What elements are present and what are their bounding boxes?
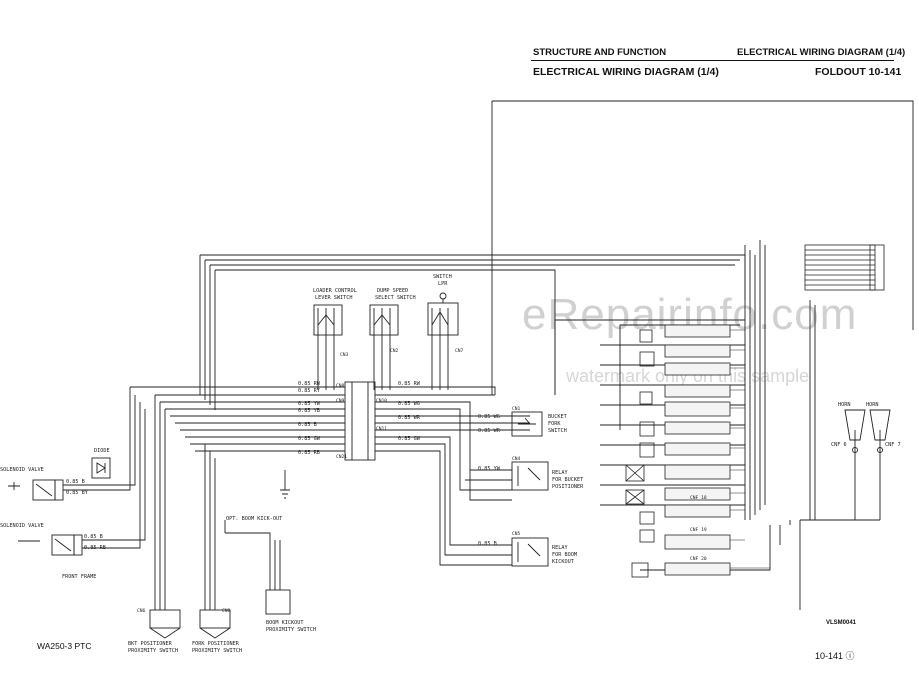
section-title: STRUCTURE AND FUNCTION <box>533 47 667 58</box>
cn10-label: CN10 <box>376 398 387 404</box>
cn11-label: CN11 <box>376 426 387 432</box>
relay-bucket-label-1: RELAY <box>552 470 568 476</box>
wire-label-13: 0.85 WR <box>478 428 501 434</box>
cn2-label: CN2 <box>390 348 399 354</box>
front-frame-label: FRONT FRAME <box>62 574 96 580</box>
solenoid-valve-1-label: SOLENOID VALVE <box>0 467 44 473</box>
fork-positioner-label-1: FORK POSITIONER <box>192 641 240 647</box>
relay-bucket-label-2: FOR BUCKET <box>552 477 583 483</box>
relay-boom-label-3: KICKOUT <box>552 559 574 565</box>
horn-b-label: HORN <box>866 402 879 408</box>
wire-label-5: 0.85 B <box>298 422 317 428</box>
loader-control-label: LOADER CONTROL <box>313 288 357 294</box>
cn3-label: CN3 <box>340 352 349 358</box>
wire-label-18: 0.85 B <box>84 534 103 540</box>
wire-label-7: 0.85 RB <box>298 450 320 456</box>
cn7-label: CN7 <box>455 348 464 354</box>
wire-label-1: 0.85 RW <box>298 381 321 387</box>
dump-speed-label: DUMP SPEED <box>377 288 408 294</box>
wire-label-9: 0.85 WG <box>398 401 420 407</box>
boom-kickout-label-2: PROXIMITY SWITCH <box>266 627 316 633</box>
select-switch-label: SELECT SWITCH <box>375 295 416 301</box>
page-title: ELECTRICAL WIRING DIAGRAM (1/4) <box>533 66 719 78</box>
cn8b-label: CN8 <box>222 608 231 614</box>
wire-label-17: 0.85 BY <box>66 490 89 496</box>
diode-label: DIODE <box>94 448 110 454</box>
bkt-positioner-label-2: PROXIMITY SWITCH <box>128 648 178 654</box>
relay-boom-label-2: FOR BOOM <box>552 552 577 558</box>
cn21-label: CN21 <box>336 454 347 460</box>
wire-label-3: 0.85 YW <box>298 401 321 407</box>
wire-label-8: 0.85 RW <box>398 381 421 387</box>
cnf7-label: CNF 7 <box>885 442 901 448</box>
wire-label-4: 0.85 YB <box>298 408 320 414</box>
header-rule <box>531 60 894 61</box>
wire-label-15: 0.85 B <box>478 541 497 547</box>
lever-switch-label: LEVER SWITCH <box>315 295 352 301</box>
wire-label-2: 0.85 RY <box>298 388 321 394</box>
wire-label-6: 0.85 GW <box>298 436 321 442</box>
cnf18-label: CNF 18 <box>690 495 707 501</box>
watermark-subtext: watermark only on this sample <box>566 366 810 386</box>
cn9-label: CN9 <box>336 398 345 404</box>
solenoid-valve-2-label: SOLENOID VALVE <box>0 523 44 529</box>
horn-a-label: HORN <box>838 402 851 408</box>
wire-label-14: 0.85 YW <box>478 466 501 472</box>
fork-label: FORK <box>548 421 561 427</box>
wire-label-19: 0.85 RB <box>84 545 106 551</box>
model-label: WA250-3 PTC <box>37 641 92 651</box>
cnf20-label: CNF 20 <box>690 556 707 562</box>
page-number: 10-141 ⓘ <box>815 651 855 661</box>
wire-label-10: 0.85 WR <box>398 415 421 421</box>
bucket-label: BUCKET <box>548 414 567 420</box>
fork-switch-label: SWITCH <box>548 428 567 434</box>
wire-label-16: 0.85 B <box>66 479 85 485</box>
switch-label: SWITCH <box>433 274 452 280</box>
relay-boom-label-1: RELAY <box>552 545 568 551</box>
drawing-code: VLSM0041 <box>826 620 857 626</box>
cnf19-label: CNF 19 <box>690 527 707 533</box>
cn8-label: CN8 <box>336 383 345 389</box>
header-diagram-title: ELECTRICAL WIRING DIAGRAM (1/4) <box>737 47 906 58</box>
cnf6-label: CNF 6 <box>831 442 847 448</box>
opt-boom-label: OPT. BOOM KICK-OUT <box>226 516 282 522</box>
cn1-label: CN1 <box>512 406 521 412</box>
cn4-label: CN4 <box>512 456 521 462</box>
relay-bucket-label-3: POSITIONER <box>552 484 584 490</box>
wire-label-11: 0.85 GW <box>398 436 421 442</box>
foldout-label: FOLDOUT 10-141 <box>815 66 902 78</box>
wire-label-12: 0.85 WG <box>478 414 500 420</box>
bkt-positioner-label-1: BKT POSITIONER <box>128 641 173 647</box>
cn6-label: CN6 <box>137 608 146 614</box>
lpr-label: LPR <box>438 281 448 287</box>
fork-positioner-label-2: PROXIMITY SWITCH <box>192 648 242 654</box>
cn5-label: CN5 <box>512 531 521 537</box>
boom-kickout-label-1: BOOM KICKOUT <box>266 620 303 626</box>
